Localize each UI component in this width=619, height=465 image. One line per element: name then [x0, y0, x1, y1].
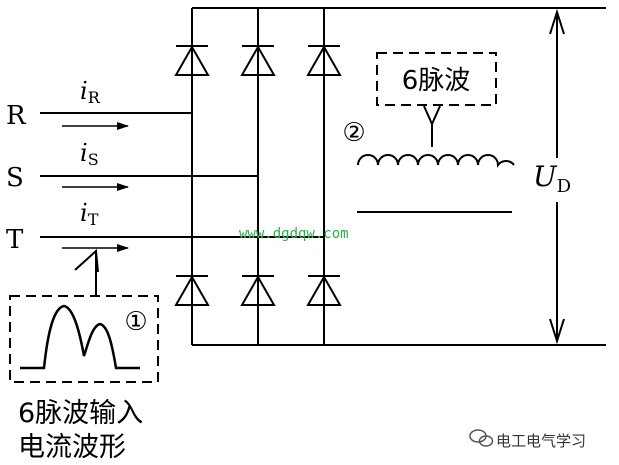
current-label-r: iR — [80, 77, 101, 107]
phase-label-t: T — [6, 225, 24, 255]
current-label-t: iT — [80, 199, 99, 229]
diode-upper-t — [306, 44, 342, 76]
source-badge-text: 电工电气学习 — [496, 432, 586, 450]
current-symbol-s: i — [80, 139, 88, 167]
diode-upper-r — [174, 44, 210, 76]
phase-label-s: S — [6, 163, 24, 193]
dc-callout-pointer — [423, 105, 441, 127]
output-voltage-arrow-bottom — [549, 318, 565, 345]
output-voltage-symbol: U — [533, 160, 558, 193]
current-symbol-r: i — [80, 77, 88, 105]
diode-lower-s — [240, 274, 276, 306]
dc-callout-box — [376, 52, 497, 106]
ac-caption-line1: 6脉波输入 — [18, 398, 143, 429]
output-voltage-arrow-top — [549, 8, 565, 35]
wechat-icon — [469, 429, 494, 447]
diode-lower-r — [174, 274, 210, 306]
output-voltage-label: UD — [533, 160, 571, 197]
diode-upper-s — [240, 44, 276, 76]
dc-ripple-waveform — [357, 154, 515, 168]
output-voltage-sub: D — [557, 176, 571, 197]
dc-callout-number: ② — [342, 118, 365, 148]
ac-callout-number: ① — [124, 307, 147, 337]
current-sub-r: R — [88, 88, 101, 107]
current-sub-t: T — [88, 210, 99, 229]
dc-callout-label: 6脉波 — [402, 66, 471, 96]
ac-callout-box — [9, 295, 159, 383]
ac-caption-line2: 电流波形 — [18, 432, 126, 463]
phase-label-r: R — [6, 101, 27, 131]
ac-callout-pointer-head — [74, 248, 99, 273]
current-sub-s: S — [88, 150, 99, 169]
ac-current-waveform — [20, 304, 140, 370]
current-label-s: iS — [80, 139, 99, 169]
current-symbol-t: i — [80, 199, 88, 227]
diode-lower-t — [306, 274, 342, 306]
watermark-text: www.dgdqw.com — [239, 226, 349, 242]
